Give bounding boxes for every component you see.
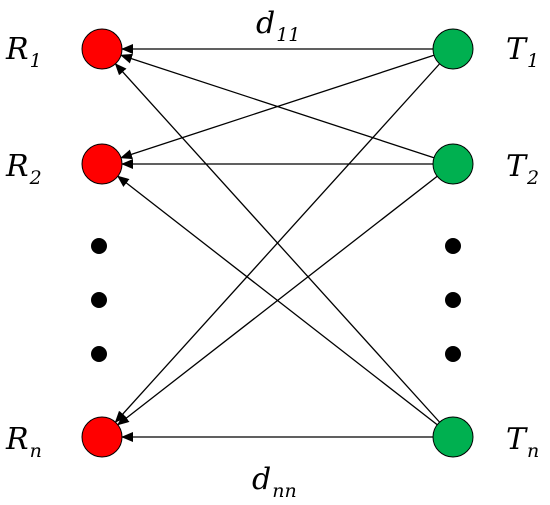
transmitter-label-t1: T1 — [506, 32, 539, 72]
edge-tn-to-r1 — [114, 63, 454, 438]
edges-group — [114, 44, 454, 442]
receiver-label-rn: Rn — [5, 422, 42, 462]
receiver-label-r2: R2 — [5, 149, 42, 189]
transmitter-label-t2: T2 — [506, 149, 539, 189]
receiver-ellipsis-dot-3 — [91, 346, 107, 362]
edge-tn-to-r2 — [116, 175, 454, 438]
receiver-node-r1 — [81, 28, 123, 70]
edge-label-top: d11 — [256, 6, 300, 46]
edge-t1-to-r2 — [120, 48, 454, 160]
transmitter-ellipsis-dot-3 — [445, 346, 461, 362]
receiver-node-rn — [81, 416, 123, 458]
receiver-label-r1: R1 — [5, 32, 42, 72]
edge-t2-to-r1 — [120, 53, 454, 165]
transmitter-node-t1 — [432, 28, 474, 70]
transmitter-label-tn: Tn — [506, 422, 539, 462]
transmitter-node-t2 — [432, 143, 474, 185]
transmitter-ellipsis-dot-2 — [445, 292, 461, 308]
edge-t1-to-rn — [114, 48, 454, 423]
transmitter-node-tn — [432, 416, 474, 458]
transmitter-ellipsis-dot-1 — [445, 238, 461, 254]
edge-t2-to-rn — [116, 163, 454, 426]
receiver-ellipsis-dot-2 — [91, 292, 107, 308]
receiver-ellipsis-dot-1 — [91, 238, 107, 254]
edge-label-bottom: dnn — [252, 462, 297, 502]
receiver-node-r2 — [81, 143, 123, 185]
